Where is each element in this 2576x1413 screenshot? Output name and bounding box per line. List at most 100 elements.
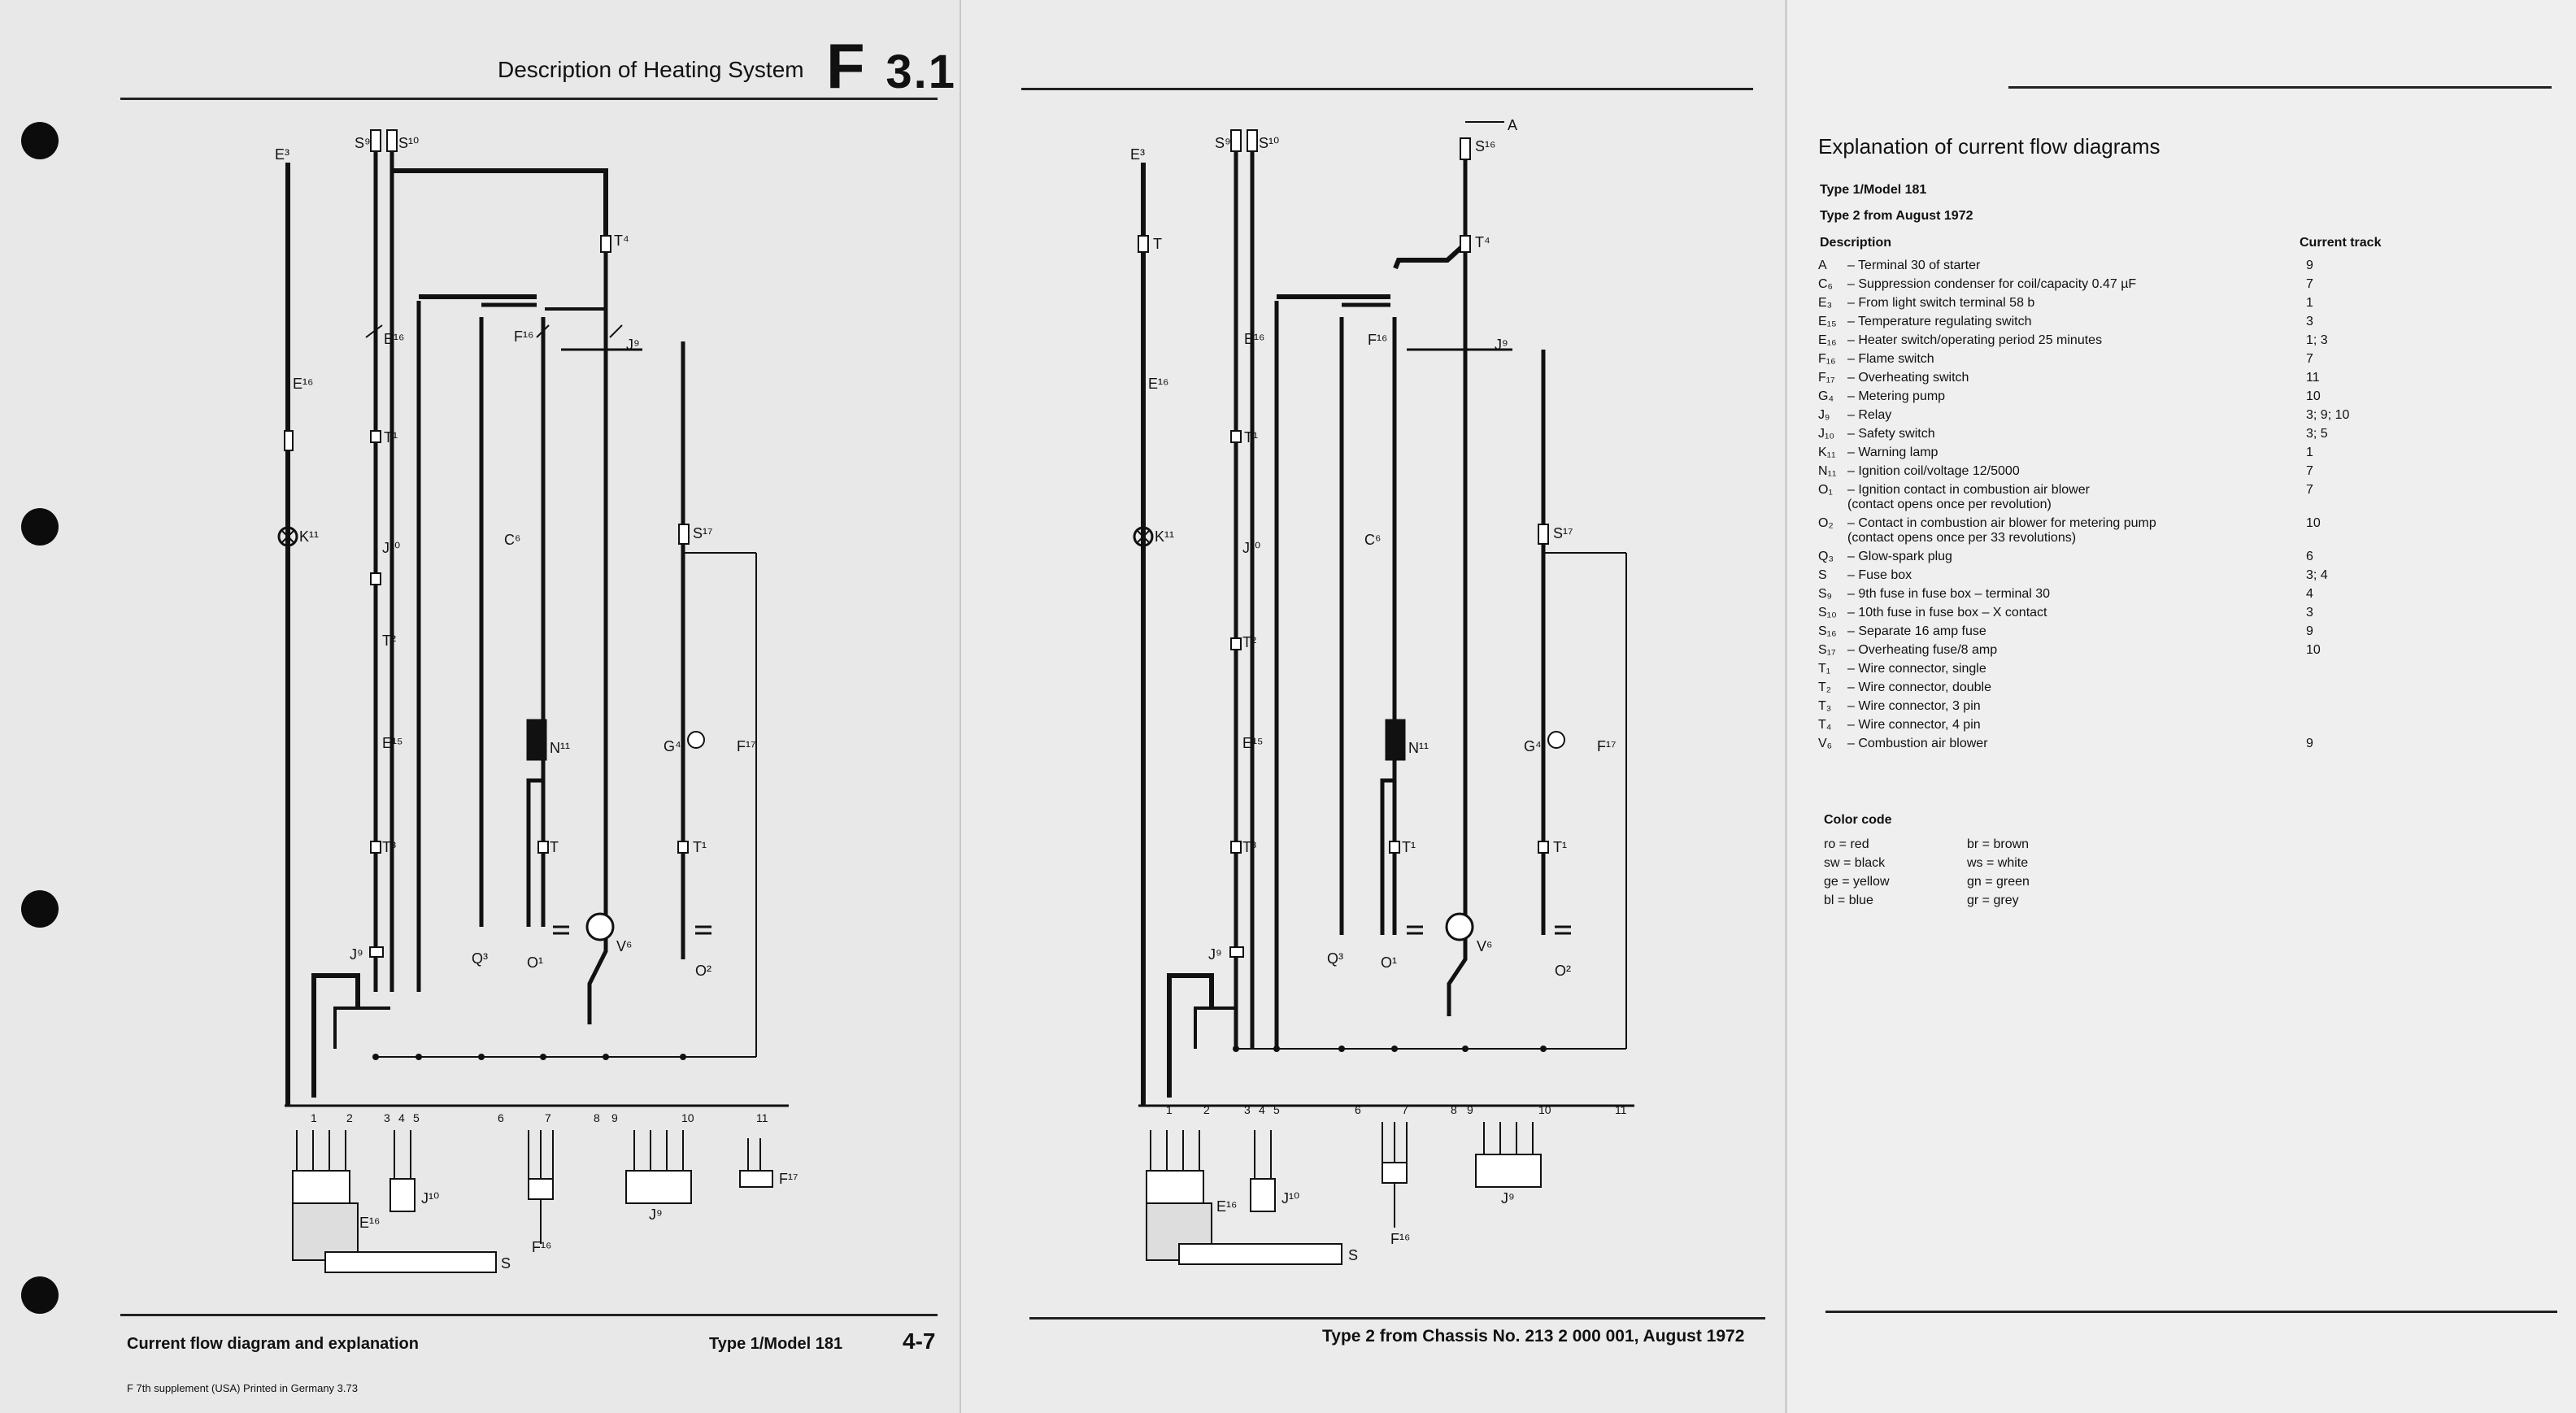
section-code: F 3.1: [826, 29, 956, 103]
legend-track: 11: [2306, 371, 2320, 385]
label-T4: T⁴: [614, 233, 629, 249]
legend-code: E₁₆: [1818, 333, 1837, 347]
binder-hole: [21, 508, 59, 546]
label-F16: F¹⁶: [1368, 332, 1387, 348]
label-J9: J⁹: [1495, 337, 1508, 353]
color-code-entry: gr = grey: [1967, 893, 2019, 907]
page-title: Description of Heating System: [498, 57, 804, 82]
label-J9b: J⁹: [350, 946, 363, 963]
legend-code: O₂: [1818, 516, 1834, 530]
label-T4: T⁴: [1475, 234, 1490, 250]
legend-row: O₁– Ignition contact in combustion air b…: [1818, 483, 2517, 512]
legend-desc: – Suppression condenser for coil/capacit…: [1847, 277, 2137, 291]
label-T3: T³: [1242, 839, 1256, 855]
color-code-title: Color code: [1824, 813, 1892, 827]
wiring-diagram-type2: E³ S⁹ S¹⁰ S¹⁶ A T T⁴ J⁹ F¹⁶ E¹⁶ T¹ E¹⁶ K…: [1130, 117, 1634, 1265]
legend-desc: – Heater switch/operating period 25 minu…: [1847, 333, 2103, 347]
legend-code: T₄: [1818, 718, 1832, 732]
track-number: 2: [1203, 1103, 1210, 1116]
label-O1: O¹: [1381, 954, 1397, 971]
legend-code: N₁₁: [1818, 464, 1837, 478]
track-number: 11: [756, 1111, 768, 1124]
legend-track: 1: [2306, 296, 2313, 310]
legend-code: O₁: [1818, 483, 1833, 497]
legend-desc: – Terminal 30 of starter: [1847, 259, 1981, 272]
legend-desc: – Warning lamp: [1847, 446, 1939, 459]
label-C6: C⁶: [1364, 532, 1381, 548]
label-S10: S¹⁰: [1259, 135, 1279, 151]
footer-rule-right: [1825, 1311, 2557, 1313]
label-S9: S⁹: [1215, 135, 1231, 151]
legend-desc: – Overheating fuse/8 amp: [1847, 643, 1998, 657]
label-E16c: E¹⁶: [359, 1215, 380, 1231]
legend-code: E₃: [1818, 296, 1833, 310]
section-letter: F: [826, 30, 867, 102]
legend-row: T₁– Wire connector, single: [1818, 662, 2517, 676]
legend-track: 10: [2306, 643, 2321, 657]
legend-code: T₁: [1818, 662, 1831, 676]
explanation-type-a: Type 1/Model 181: [1820, 183, 1927, 197]
label-J10: J¹⁰: [1242, 540, 1260, 556]
legend-track: 7: [2306, 483, 2313, 497]
legend-desc: – Safety switch: [1847, 427, 1935, 441]
header-rule-middle: [1021, 88, 1753, 90]
color-code-entry: sw = black: [1824, 856, 1886, 870]
legend-code: S₁₆: [1818, 624, 1837, 638]
legend-code: G₄: [1818, 389, 1834, 403]
label-E16b: E¹⁶: [293, 376, 313, 392]
label-F17b: F¹⁷: [779, 1171, 798, 1187]
legend-desc: – From light switch terminal 58 b: [1847, 296, 2035, 310]
label-Q3: Q³: [472, 950, 488, 967]
legend-track: 4: [2306, 587, 2313, 601]
section-number: 3.1: [886, 46, 956, 98]
legend-desc: – Temperature regulating switch: [1847, 315, 2032, 328]
label-O1: O¹: [527, 954, 543, 971]
label-E3: E³: [1130, 146, 1145, 163]
legend-code: A: [1818, 259, 1827, 272]
label-S: S: [501, 1255, 511, 1272]
track-number: 1: [1166, 1103, 1173, 1116]
footer-rule-left: [120, 1314, 938, 1316]
legend-track: [2300, 699, 2469, 714]
label-J9b: J⁹: [1208, 946, 1222, 963]
track-number: 7: [545, 1111, 551, 1124]
color-code-entry: ro = red: [1824, 837, 1869, 851]
label-T: T: [550, 839, 559, 855]
legend-track: [2300, 662, 2469, 676]
label-S16: S¹⁶: [1475, 138, 1495, 154]
wiring-diagram-type1: E³ S⁹ S¹⁰ T⁴ J⁹ F¹⁶ E¹⁶ T¹ E¹⁶ K¹¹ J¹⁰ T…: [275, 129, 798, 1273]
legend-track: 10: [2306, 389, 2321, 403]
track-number: 5: [1273, 1103, 1280, 1116]
legend-code: Q₃: [1818, 550, 1834, 563]
legend-track: 9: [2306, 259, 2313, 272]
label-G4: G⁴: [1524, 738, 1542, 754]
binder-hole: [21, 1276, 59, 1314]
footer-type: Type 1/Model 181: [709, 1335, 843, 1353]
label-O2: O²: [1555, 963, 1571, 979]
legend-code: E₁₅: [1818, 315, 1837, 328]
label-T1c: T¹: [1402, 839, 1416, 855]
track-number: 5: [413, 1111, 420, 1124]
label-S17: S¹⁷: [693, 525, 713, 541]
label-E16b: E¹⁶: [1148, 376, 1168, 392]
right-page: [1785, 0, 2576, 1413]
print-line: F 7th supplement (USA) Printed in German…: [127, 1382, 358, 1394]
label-J9: J⁹: [626, 337, 640, 353]
label-V6: V⁶: [1477, 938, 1492, 954]
legend-code: K₁₁: [1818, 446, 1836, 459]
header-rule-right: [2008, 86, 2552, 89]
label-O2: O²: [695, 963, 711, 979]
track-number: 7: [1402, 1103, 1408, 1116]
page-number: 4-7: [903, 1328, 936, 1354]
label-T2: T²: [1242, 634, 1256, 650]
legend-code: S₁₀: [1818, 606, 1837, 620]
label-T1: T¹: [1244, 429, 1258, 446]
explanation-title: Explanation of current flow diagrams: [1818, 134, 2160, 159]
legend-desc: – Wire connector, 3 pin: [1847, 699, 1981, 713]
track-number: 8: [1451, 1103, 1457, 1116]
